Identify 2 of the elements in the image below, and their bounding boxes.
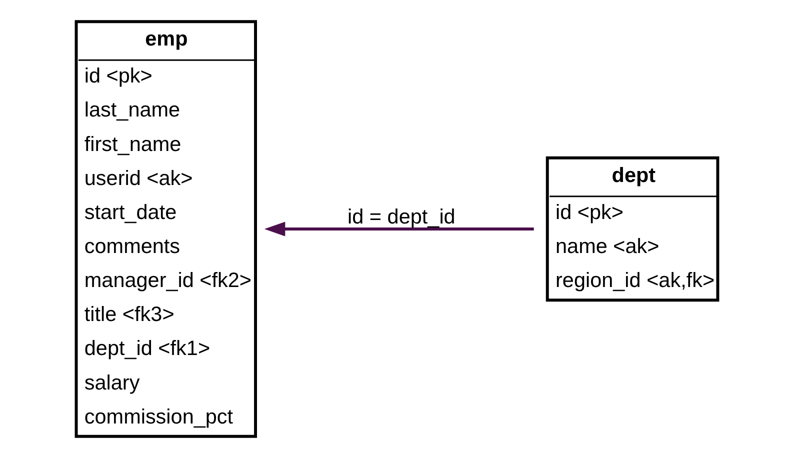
edge-label: id = dept_id: [348, 205, 456, 228]
arrow: [264, 222, 534, 236]
